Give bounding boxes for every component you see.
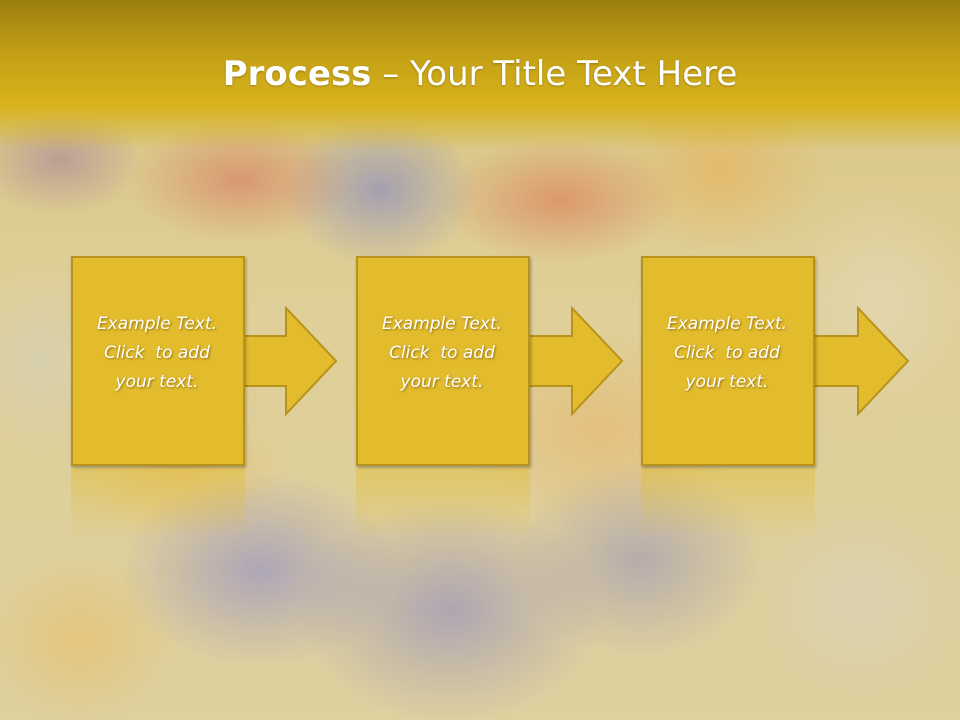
- title-rest: – Your Title Text Here: [371, 54, 738, 94]
- step-text[interactable]: Example Text. Click to add your text.: [645, 310, 809, 397]
- arrow-right-icon: [810, 306, 910, 416]
- step-box: [356, 256, 530, 466]
- process-step-1[interactable]: Example Text. Click to add your text.: [71, 256, 245, 466]
- step-reflection: [356, 468, 530, 538]
- step-text-line-2: Click to add: [104, 343, 210, 363]
- step-text-line-3: your text.: [115, 372, 199, 392]
- process-step-2[interactable]: Example Text. Click to add your text.: [356, 256, 530, 466]
- step-reflection: [71, 468, 245, 538]
- step-text-line-3: your text.: [400, 372, 484, 392]
- step-text[interactable]: Example Text. Click to add your text.: [360, 310, 524, 397]
- step-box: [641, 256, 815, 466]
- step-reflection: [641, 468, 815, 538]
- slide-title[interactable]: Process – Your Title Text Here: [0, 50, 960, 98]
- step-text[interactable]: Example Text. Click to add your text.: [75, 310, 239, 397]
- step-text-line-1: Example Text.: [666, 314, 788, 334]
- step-text-line-3: your text.: [685, 372, 769, 392]
- process-step-3[interactable]: Example Text. Click to add your text.: [641, 256, 815, 466]
- title-bold: Process: [222, 54, 372, 94]
- step-text-line-2: Click to add: [389, 343, 495, 363]
- step-text-line-1: Example Text.: [96, 314, 218, 334]
- step-box: [71, 256, 245, 466]
- arrow-right-icon: [524, 306, 624, 416]
- step-text-line-2: Click to add: [674, 343, 780, 363]
- step-text-line-1: Example Text.: [381, 314, 503, 334]
- arrow-right-icon: [238, 306, 338, 416]
- title-bar: [0, 0, 960, 150]
